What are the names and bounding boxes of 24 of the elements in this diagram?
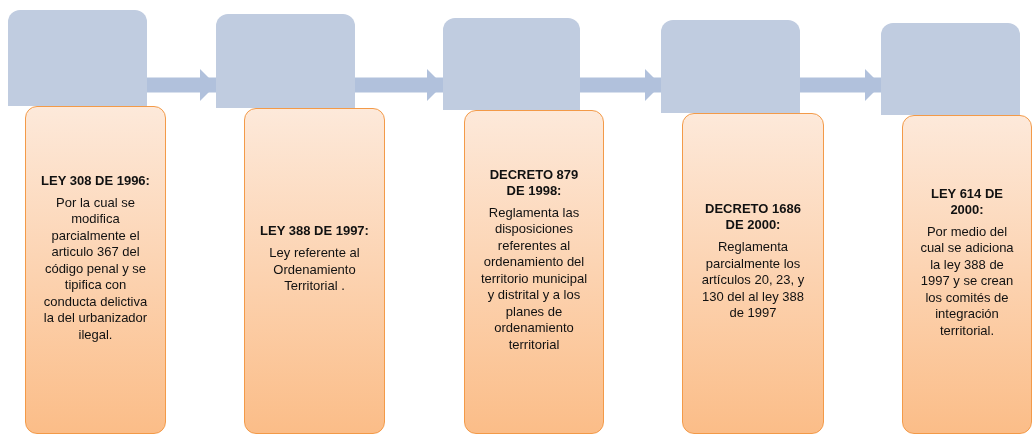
text-card: [464, 110, 604, 434]
card-heading: LEY 388 DE 1997:: [260, 223, 369, 240]
card-description: Por medio del cual se adiciona la ley 388 de 1997 y se crean los comités de integración territorial.: [919, 223, 1015, 340]
step-box: [8, 10, 147, 106]
step-box: [881, 23, 1020, 115]
card-heading: DECRETO 1686 DE 2000:: [704, 201, 802, 234]
card-description: Reglamenta parcialmente los artículos 20, 23, y 130 del al ley 388 de 1997: [700, 239, 806, 322]
card-heading: LEY 308 DE 1996:: [41, 172, 150, 189]
step-box: [661, 20, 800, 113]
arrow: [355, 69, 443, 101]
step-box: [216, 14, 355, 108]
step-box: [443, 18, 580, 110]
text-card: [244, 108, 385, 434]
arrow: [800, 69, 881, 101]
text-card: [902, 115, 1032, 434]
text-card: [682, 113, 824, 434]
arrow: [580, 69, 661, 101]
card-heading: DECRETO 879 DE 1998:: [488, 166, 580, 199]
card-description: Ley referente al Ordenamiento Territorial .: [268, 245, 361, 295]
card-description: Por la cual se modifica parcialmente el articulo 367 del código penal y se tipifica con conducta delictiva la del urbanizador ilegal.: [42, 194, 149, 344]
arrow: [147, 69, 216, 101]
text-card: [25, 106, 166, 434]
card-heading: LEY 614 DE 2000:: [930, 185, 1004, 218]
card-description: Reglamenta las disposiciones referentes al ordenamiento del territorio municipal y distrital y a los planes de ordenamiento territorial: [479, 204, 589, 354]
